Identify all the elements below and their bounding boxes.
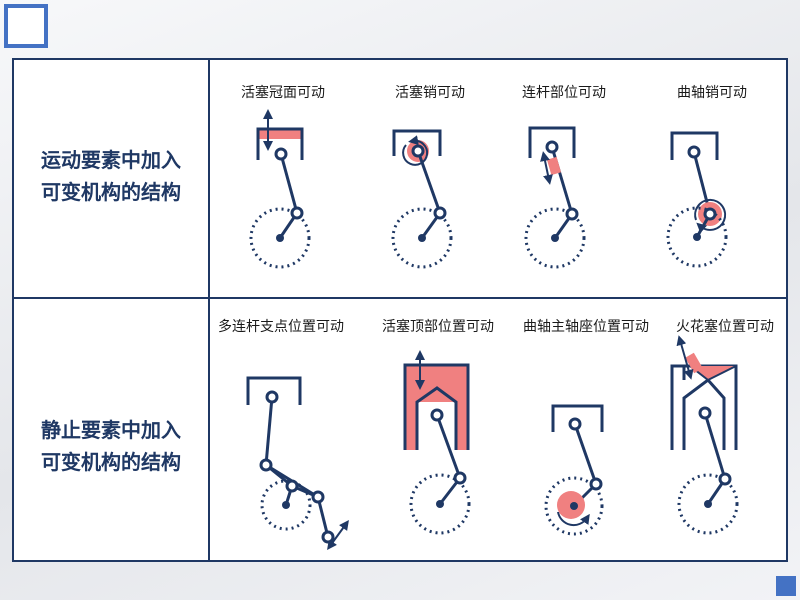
rotation-arrow-icon: [694, 198, 727, 234]
rotation-arrow-icon: [557, 511, 590, 527]
cell-label-multilink-pivot: 多连杆支点位置可动: [218, 319, 344, 335]
crank-circle: [666, 206, 728, 268]
cell-label-crank-pin: 曲轴销可动: [677, 85, 747, 101]
diagram-multilink-pivot-movable: [246, 376, 349, 551]
piston-outline: [528, 126, 576, 158]
piston-pin: [568, 417, 582, 431]
crank-circle: [677, 473, 739, 535]
crank-pin: [703, 207, 717, 221]
comparison-table: [12, 58, 788, 562]
piston-outline: [551, 404, 604, 432]
cell-label-cylinder-head: 活塞顶部位置可动: [382, 319, 494, 335]
movable-pivot: [321, 530, 335, 544]
crank-circle: [524, 207, 586, 269]
control-link: [316, 496, 330, 538]
table-vertical-divider: [208, 58, 210, 562]
row-label-static-elements: 静止要素中加入 可变机构的结构: [14, 414, 208, 478]
cell-label-spark-plug: 火花塞位置可动: [676, 319, 774, 335]
cylinder-outline-left: [670, 364, 684, 450]
movable-crown-highlight: [258, 129, 302, 139]
crank-center: [570, 502, 578, 510]
crank-pin: [589, 477, 603, 491]
row-label-moving-elements: 运动要素中加入 可变机构的结构: [14, 144, 208, 208]
connecting-rod: [573, 423, 598, 485]
crank-pin: [433, 206, 447, 220]
connecting-rod: [435, 414, 462, 479]
row-label-line1: 静止要素中加入: [41, 418, 181, 442]
crank-pin: [453, 471, 467, 485]
control-pin: [311, 490, 325, 504]
up-down-arrow-icon: [540, 151, 553, 185]
piston-pin: [411, 144, 425, 158]
diagonal-arrow-icon: [676, 335, 694, 380]
cell-label-piston-crown: 活塞冠面可动: [241, 85, 325, 101]
crank-center: [551, 234, 559, 242]
corner-decoration-top-left: [4, 4, 48, 48]
connecting-rod: [550, 146, 574, 215]
table-horizontal-divider: [12, 297, 788, 299]
crank-pin: [285, 479, 299, 493]
piston-pin: [687, 145, 701, 159]
cell-label-connecting-rod: 连杆部位可动: [522, 85, 606, 101]
lever-pin: [259, 458, 273, 472]
piston-outline: [256, 127, 304, 160]
piston-outline: [246, 376, 302, 405]
piston-outline: [670, 131, 719, 160]
crank-center: [436, 500, 444, 508]
crank-circle: [391, 207, 453, 269]
cell-label-main-bearing: 曲轴主轴座位置可动: [523, 319, 649, 335]
crank-circle: [544, 476, 604, 536]
diagram-spark-plug-movable: [670, 335, 739, 535]
movable-rod-highlight: [546, 156, 562, 176]
movable-head-highlight: [672, 365, 737, 382]
piston-pin: [545, 140, 559, 154]
piston-outline: [392, 129, 442, 156]
crank-center: [693, 233, 701, 241]
diagram-crank-pin-movable: [666, 131, 728, 268]
row-label-line2: 可变机构的结构: [41, 450, 181, 474]
upper-link: [264, 396, 274, 466]
crank-circle: [249, 207, 311, 269]
crank-circle: [409, 473, 471, 535]
crank-pin: [718, 472, 732, 486]
piston-pin: [265, 390, 279, 404]
movable-head-highlight: [405, 365, 468, 450]
crank-center: [418, 234, 426, 242]
crank-center: [276, 234, 284, 242]
piston-pin: [698, 406, 712, 420]
connecting-rod: [416, 150, 442, 214]
cylinder-outline: [403, 363, 470, 450]
crank-center: [704, 500, 712, 508]
crank-circle: [260, 479, 312, 531]
piston-pin: [274, 147, 288, 161]
crank-pin: [290, 206, 304, 220]
diagram-connecting-rod-movable: [524, 126, 586, 269]
corner-decoration-bottom-right: [776, 576, 796, 596]
diagram-main-bearing-movable: [544, 404, 604, 536]
inner-chamber: [415, 386, 458, 450]
piston-pin: [430, 408, 444, 422]
diagram-cylinder-head-movable: [403, 350, 471, 535]
cell-label-piston-pin: 活塞销可动: [395, 85, 465, 101]
crank-pin: [565, 207, 579, 221]
connecting-rod: [279, 153, 299, 214]
connecting-rod: [703, 412, 727, 480]
row-label-line1: 运动要素中加入: [41, 148, 181, 172]
crank-center: [282, 501, 290, 509]
diagonal-arrow-icon: [327, 519, 349, 551]
row-label-line2: 可变机构的结构: [41, 180, 181, 204]
diagram-piston-crown-movable: [249, 109, 311, 269]
diagram-piston-pin-movable: [391, 129, 453, 269]
